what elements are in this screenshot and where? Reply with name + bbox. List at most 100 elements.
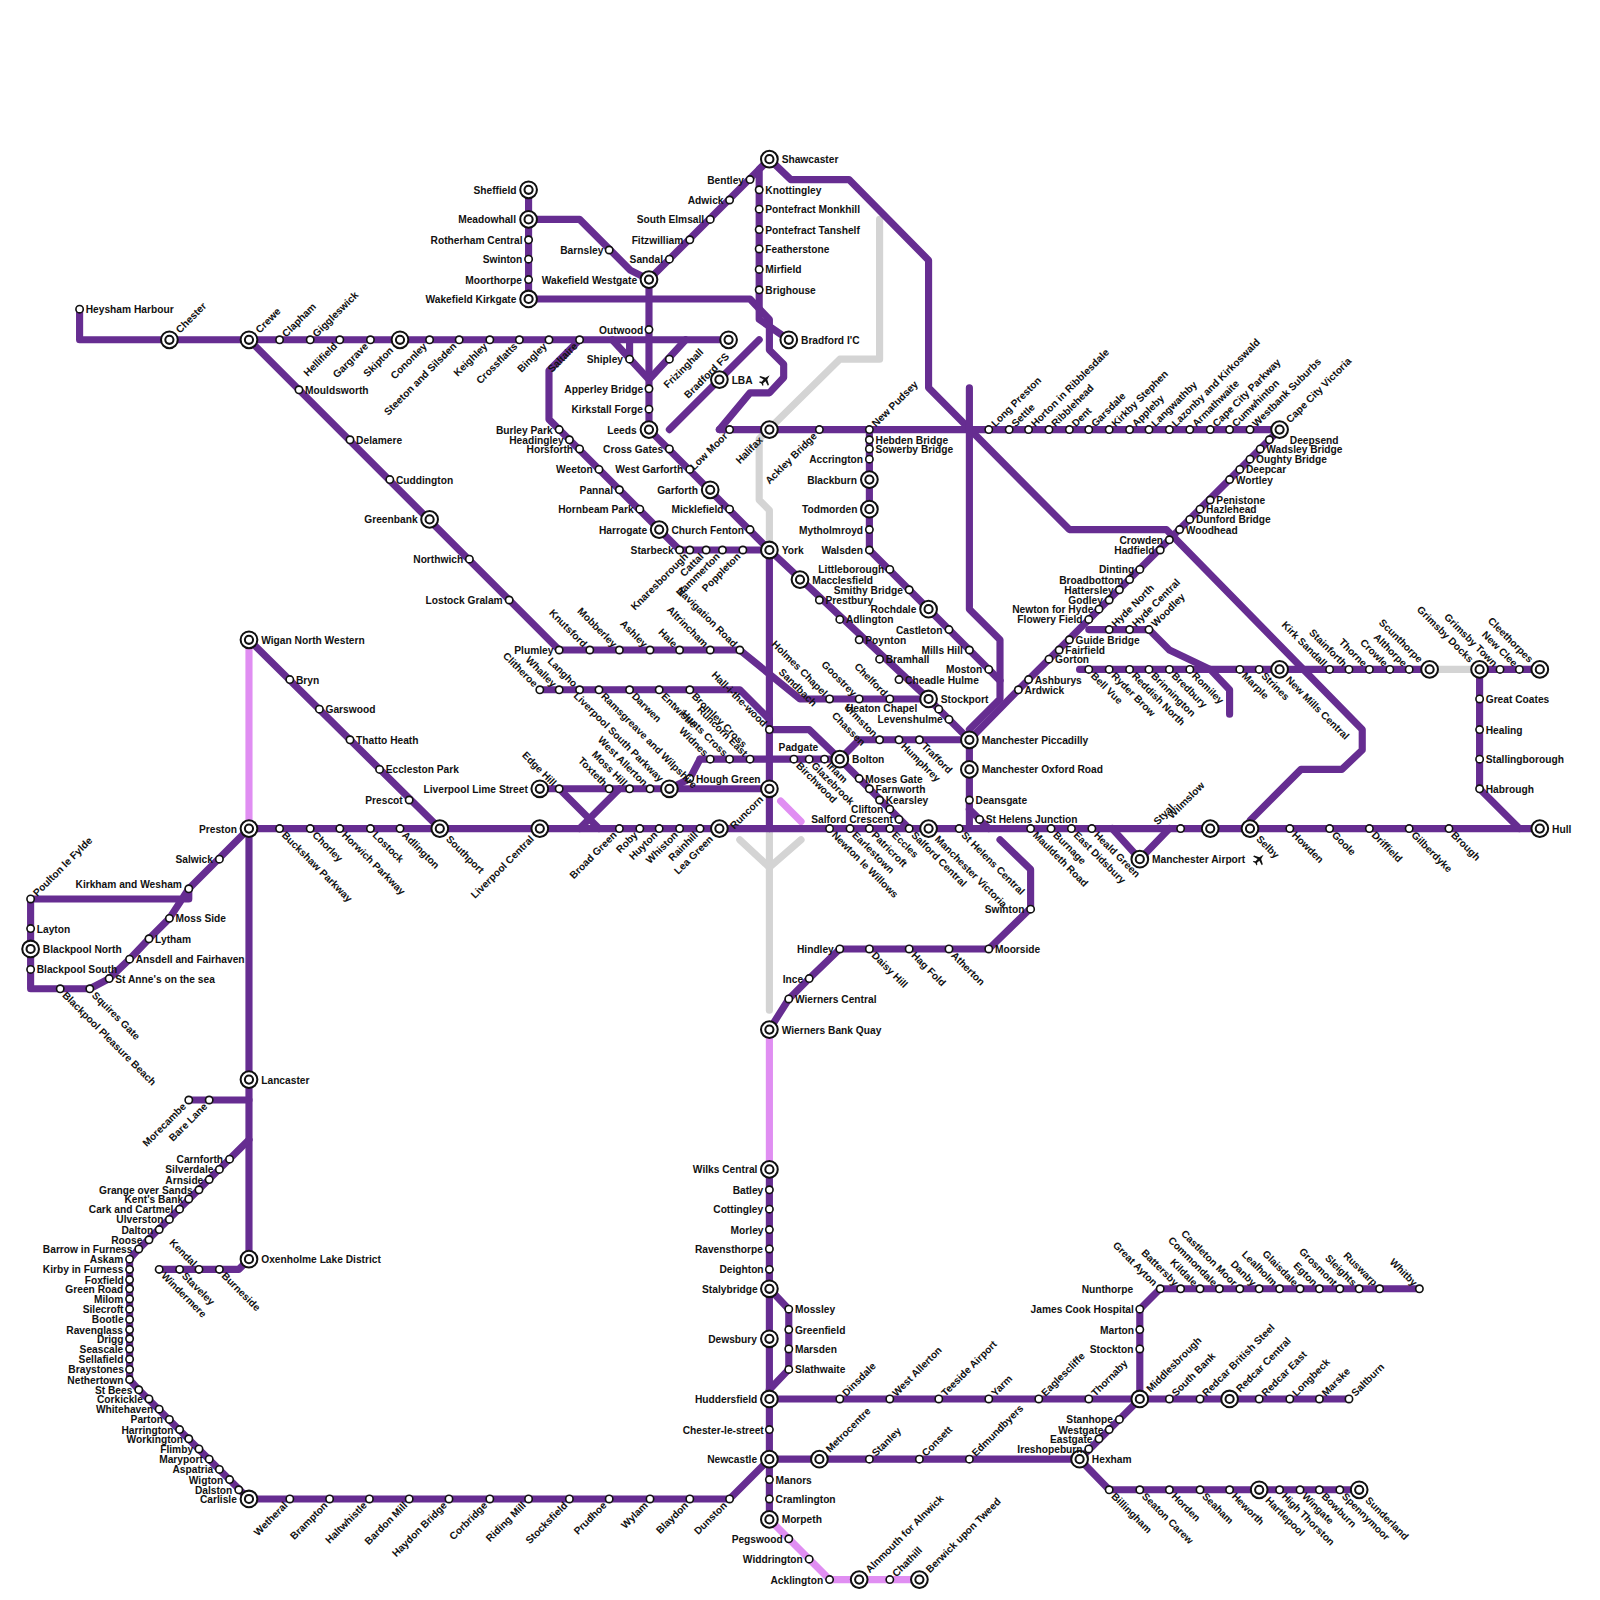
station-dot bbox=[886, 825, 893, 832]
station-dot bbox=[756, 266, 763, 273]
station-dot bbox=[1256, 1285, 1263, 1292]
station-dot bbox=[856, 636, 863, 643]
station-dot bbox=[126, 1345, 133, 1352]
station-dot bbox=[1236, 1285, 1243, 1292]
station-label: Hattersley bbox=[1064, 584, 1113, 595]
station-dot bbox=[645, 326, 652, 333]
station-label: Micklefield bbox=[671, 504, 723, 515]
station-label: Manchester Oxford Road bbox=[982, 764, 1103, 775]
station-label: Cuddington bbox=[396, 474, 453, 485]
rail-line bbox=[529, 159, 1363, 828]
station-dot bbox=[1336, 1285, 1343, 1292]
station-label: Salford Crescent bbox=[811, 814, 893, 825]
interchange-dot bbox=[761, 1161, 778, 1178]
interchange-dot bbox=[811, 1451, 828, 1468]
station-dot bbox=[1145, 666, 1152, 673]
station-dot bbox=[1345, 666, 1352, 673]
station-label: Rochdale bbox=[870, 604, 916, 615]
interchange-dot bbox=[765, 1026, 773, 1034]
interchange-dot bbox=[1536, 824, 1544, 832]
station-label: Accrington bbox=[809, 454, 863, 465]
station-label: Wigan North Western bbox=[261, 634, 364, 645]
station-label: Kirkham and Wesham bbox=[76, 878, 182, 889]
rail-line bbox=[769, 1399, 1139, 1459]
station-label: Hough Green bbox=[696, 773, 761, 784]
interchange-dot bbox=[711, 820, 728, 837]
station-dot bbox=[1106, 426, 1113, 433]
station-dot bbox=[746, 176, 753, 183]
station-label: Parton bbox=[131, 1414, 163, 1425]
station-dot bbox=[1207, 496, 1214, 503]
station-label: Acklington bbox=[770, 1574, 823, 1585]
station-label: Ardwick bbox=[1024, 684, 1064, 695]
interchange-dot bbox=[961, 731, 978, 748]
station-label: Rotherham Central bbox=[431, 234, 523, 245]
station-dot bbox=[1366, 825, 1373, 832]
interchange-dot bbox=[765, 426, 773, 434]
interchange-dot bbox=[1136, 855, 1144, 863]
station-dot bbox=[156, 1406, 163, 1413]
station-label: Garforth bbox=[657, 484, 698, 495]
station-dot bbox=[126, 1366, 133, 1373]
station-label: Eccleston Park bbox=[386, 764, 459, 775]
station-dot bbox=[1145, 426, 1152, 433]
interchange-dot bbox=[855, 1576, 863, 1584]
station-label: Manchester Airport bbox=[1152, 854, 1245, 865]
station-dot bbox=[156, 1266, 163, 1273]
station-dot bbox=[1025, 426, 1032, 433]
station-dot bbox=[916, 736, 923, 743]
station-dot bbox=[886, 566, 893, 573]
station-dot bbox=[406, 1495, 413, 1502]
station-dot bbox=[27, 966, 34, 973]
station-dot bbox=[945, 626, 952, 633]
interchange-dot bbox=[1426, 665, 1434, 673]
station-dot bbox=[195, 1266, 202, 1273]
station-dot bbox=[966, 796, 973, 803]
station-dot bbox=[276, 336, 283, 343]
station-dot bbox=[396, 825, 403, 832]
station-dot bbox=[856, 775, 863, 782]
station-label: Arnside bbox=[165, 1174, 203, 1185]
interchange-dot bbox=[645, 426, 653, 434]
interchange-dot bbox=[241, 331, 258, 348]
interchange-dot bbox=[1221, 1391, 1238, 1408]
rail-line bbox=[130, 1140, 770, 1499]
station-label: Gilberdyke bbox=[1410, 829, 1455, 874]
station-label: Hazlehead bbox=[1206, 504, 1256, 515]
station-dot bbox=[756, 226, 763, 233]
station-dot bbox=[606, 246, 613, 253]
station-dot bbox=[1476, 785, 1483, 792]
station-label: Gorton bbox=[1055, 654, 1089, 665]
station-dot bbox=[985, 1395, 992, 1402]
station-label: Nethertown bbox=[67, 1374, 123, 1385]
station-dot bbox=[1226, 426, 1233, 433]
station-dot bbox=[195, 1186, 202, 1193]
interchange-dot bbox=[165, 336, 173, 344]
station-label: Delamere bbox=[356, 434, 402, 445]
interchange-dot bbox=[761, 542, 778, 559]
station-label: Saltaire bbox=[545, 340, 579, 374]
rail-line bbox=[31, 829, 249, 989]
station-label: Morpeth bbox=[782, 1514, 822, 1525]
station-label: Bingley bbox=[515, 340, 549, 374]
station-dot bbox=[790, 756, 797, 763]
station-label: Poynton bbox=[865, 634, 906, 645]
station-dot bbox=[145, 1236, 152, 1243]
rail-line bbox=[245, 640, 252, 829]
station-dot bbox=[466, 556, 473, 563]
station-dot bbox=[726, 196, 733, 203]
station-label: Brampton bbox=[287, 1499, 329, 1541]
station-dot bbox=[1166, 426, 1173, 433]
station-dot bbox=[1445, 825, 1452, 832]
interchange-dot bbox=[924, 605, 932, 613]
station-label: Ansdell and Fairhaven bbox=[136, 954, 245, 965]
station-label: Riding Mill bbox=[483, 1499, 527, 1543]
station-dot bbox=[1186, 666, 1193, 673]
station-dot bbox=[126, 1335, 133, 1342]
station-dot bbox=[846, 825, 853, 832]
interchange-dot bbox=[1242, 820, 1259, 837]
station-dot bbox=[346, 736, 353, 743]
station-dot bbox=[766, 1226, 773, 1233]
station-dot bbox=[126, 1276, 133, 1283]
station-dot bbox=[525, 1495, 532, 1502]
